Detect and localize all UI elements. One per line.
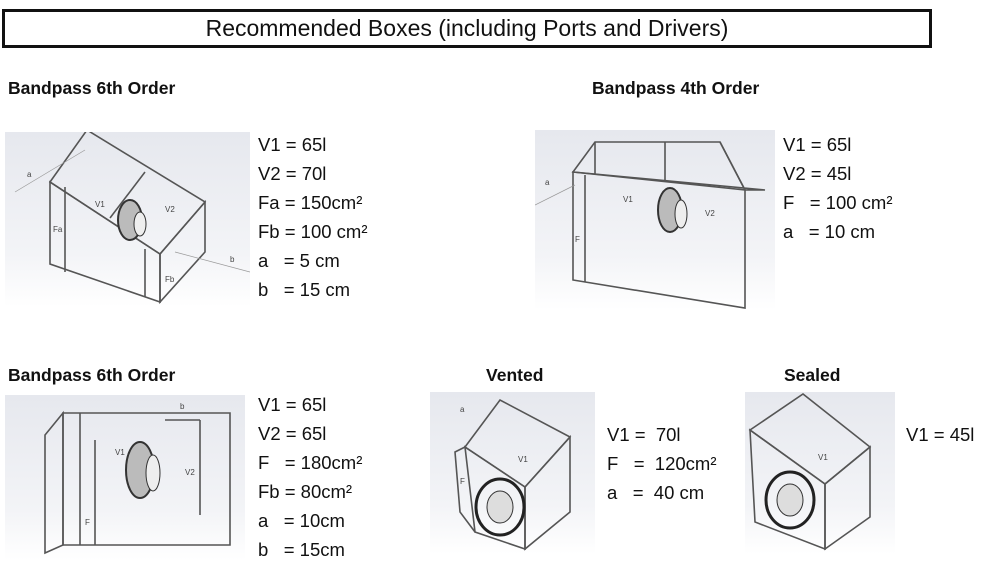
spec-f: F = 120cm² [607, 453, 717, 474]
spec-v1: V1 = 65l [258, 134, 327, 155]
heading-bandpass-6th-1: Bandpass 6th Order [8, 78, 176, 98]
label-a: a [460, 405, 465, 414]
vented-diagram: V1 F a [430, 392, 595, 554]
spec-v1: V1 = 65l [783, 134, 852, 155]
label-f: F [460, 477, 465, 486]
spec-a: a = 40 cm [607, 482, 705, 503]
label-b: b [180, 402, 185, 411]
bandpass-6th-diagram-1: V1 V2 Fa Fb a b [5, 132, 250, 307]
spec-v1: V1 = 65l [258, 394, 327, 415]
spec-a: a = 10cm [258, 510, 345, 531]
spec-v2: V2 = 65l [258, 423, 327, 444]
heading-vented: Vented [486, 365, 544, 385]
page-title: Recommended Boxes (including Ports and D… [2, 9, 932, 48]
spec-fb: Fb = 100 cm² [258, 221, 368, 242]
spec-a: a = 5 cm [258, 250, 340, 271]
label-fa: Fa [53, 225, 63, 234]
label-v2: V2 [165, 205, 175, 214]
specs-vented: V1 = 70l F = 120cm² a = 40 cm [607, 420, 717, 507]
label-v2: V2 [185, 468, 195, 477]
spec-v2: V2 = 70l [258, 163, 327, 184]
spec-v1: V1 = 45l [906, 424, 975, 445]
label-v1: V1 [518, 455, 528, 464]
label-b: b [230, 255, 235, 264]
label-v1: V1 [623, 195, 633, 204]
spec-b: b = 15 cm [258, 279, 351, 300]
heading-bandpass-4th: Bandpass 4th Order [592, 78, 760, 98]
spec-f: F = 180cm² [258, 452, 363, 473]
label-v2: V2 [705, 209, 715, 218]
specs-bandpass-4th: V1 = 65l V2 = 45l F = 100 cm² a = 10 cm [783, 130, 893, 246]
spec-v2: V2 = 45l [783, 163, 852, 184]
spec-fb: Fb = 80cm² [258, 481, 353, 502]
specs-bandpass-6th-1: V1 = 65l V2 = 70l Fa = 150cm² Fb = 100 cm² a… [258, 130, 368, 304]
label-v1: V1 [95, 200, 105, 209]
bandpass-6th-diagram-2: V1 V2 F b [5, 395, 245, 560]
heading-sealed: Sealed [784, 365, 841, 385]
spec-f: F = 100 cm² [783, 192, 893, 213]
specs-sealed: V1 = 45l [906, 420, 974, 449]
sealed-diagram: V1 [745, 392, 895, 554]
label-v1: V1 [115, 448, 125, 457]
specs-bandpass-6th-2: V1 = 65l V2 = 65l F = 180cm² Fb = 80cm² a = … [258, 390, 362, 564]
bandpass-4th-diagram: V1 V2 F a [535, 130, 775, 310]
spec-fa: Fa = 150cm² [258, 192, 363, 213]
label-fb: Fb [165, 275, 175, 284]
spec-b: b = 15cm [258, 539, 345, 560]
label-f: F [85, 518, 90, 527]
heading-bandpass-6th-2: Bandpass 6th Order [8, 365, 176, 385]
label-v1: V1 [818, 453, 828, 462]
spec-a: a = 10 cm [783, 221, 876, 242]
label-a: a [27, 170, 32, 179]
label-a: a [545, 178, 550, 187]
spec-v1: V1 = 70l [607, 424, 681, 445]
label-f: F [575, 235, 580, 244]
